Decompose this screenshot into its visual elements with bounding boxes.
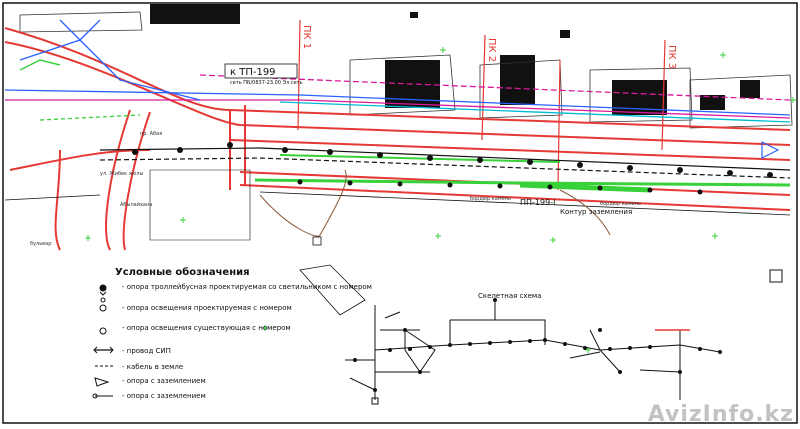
utility-lines [4, 19, 791, 123]
tp-label: к ТП-199 [230, 67, 276, 78]
legend-item-7: - опора с заземлением [122, 392, 206, 400]
ground-wires [259, 169, 611, 237]
drawing-frame [2, 2, 798, 424]
light-pole-new-icon [100, 297, 106, 303]
street-label: ул. Жибек жолы [100, 171, 143, 177]
legend-item-4: - провод СИП [122, 347, 171, 355]
street-label: Абылайхана [120, 201, 152, 208]
tp-sublabel: сеть ПБ/0837-23.00 Эл.сеть [230, 80, 303, 86]
street-label: бордюр камень [600, 201, 641, 207]
light-pole-new-icon [99, 304, 107, 312]
street-labels: Абылайхана бульвар пр. Абая ул. Жибек жо… [30, 131, 641, 247]
light-pole-existing-icon [99, 327, 107, 335]
legend-items: - опора троллейбусная проектируемая со с… [122, 283, 372, 400]
ground-contour-label: Контур заземления [560, 208, 632, 216]
tp-label-box [224, 63, 298, 79]
pk-label-1: ПК 1 [301, 25, 312, 49]
legend-item-6: - опора с заземлением [122, 377, 206, 385]
pole-line [4, 147, 791, 241]
legend-item-1: - опора троллейбусная проектируемая со с… [122, 283, 372, 291]
street-label: бульвар [30, 241, 51, 247]
arrow-icon [761, 141, 780, 159]
trolley-pole-icon [99, 291, 107, 296]
street-label: бордюр камень [470, 196, 511, 202]
skeleton-scheme [345, 300, 721, 400]
survey-marks [85, 47, 796, 353]
pp-label: ПП-199-I [520, 198, 555, 207]
pk-label-3: ПК 3 [666, 45, 677, 69]
schematic-title: Скелетная схема [478, 292, 541, 300]
picket-labels: ПК 1 ПК 2 ПК 3 [301, 25, 677, 69]
legend-symbols [92, 284, 114, 399]
poles [132, 142, 773, 195]
trolley-pole-icon [99, 284, 107, 292]
legend-item-5: - кабель в земле [122, 363, 183, 371]
well-marker [312, 236, 322, 246]
grounded-pole-icon [94, 377, 110, 387]
legend-item-2: - опора освещения проектируемая с номеро… [122, 304, 292, 312]
ground-loop-area [299, 264, 366, 316]
watermark: AvizInfo.kz [647, 402, 794, 427]
street-label: пр. Абая [140, 131, 162, 137]
green-cable-route [19, 59, 791, 193]
legend-item-3: - опора освещения существующая с номером [122, 324, 291, 332]
skeleton-poles [353, 298, 722, 405]
pk-label-2: ПК 2 [486, 38, 497, 62]
legend-title: Условные обозначения [115, 266, 250, 278]
sip-wire-icon [93, 346, 114, 354]
grounded-pole-icon [92, 393, 98, 399]
